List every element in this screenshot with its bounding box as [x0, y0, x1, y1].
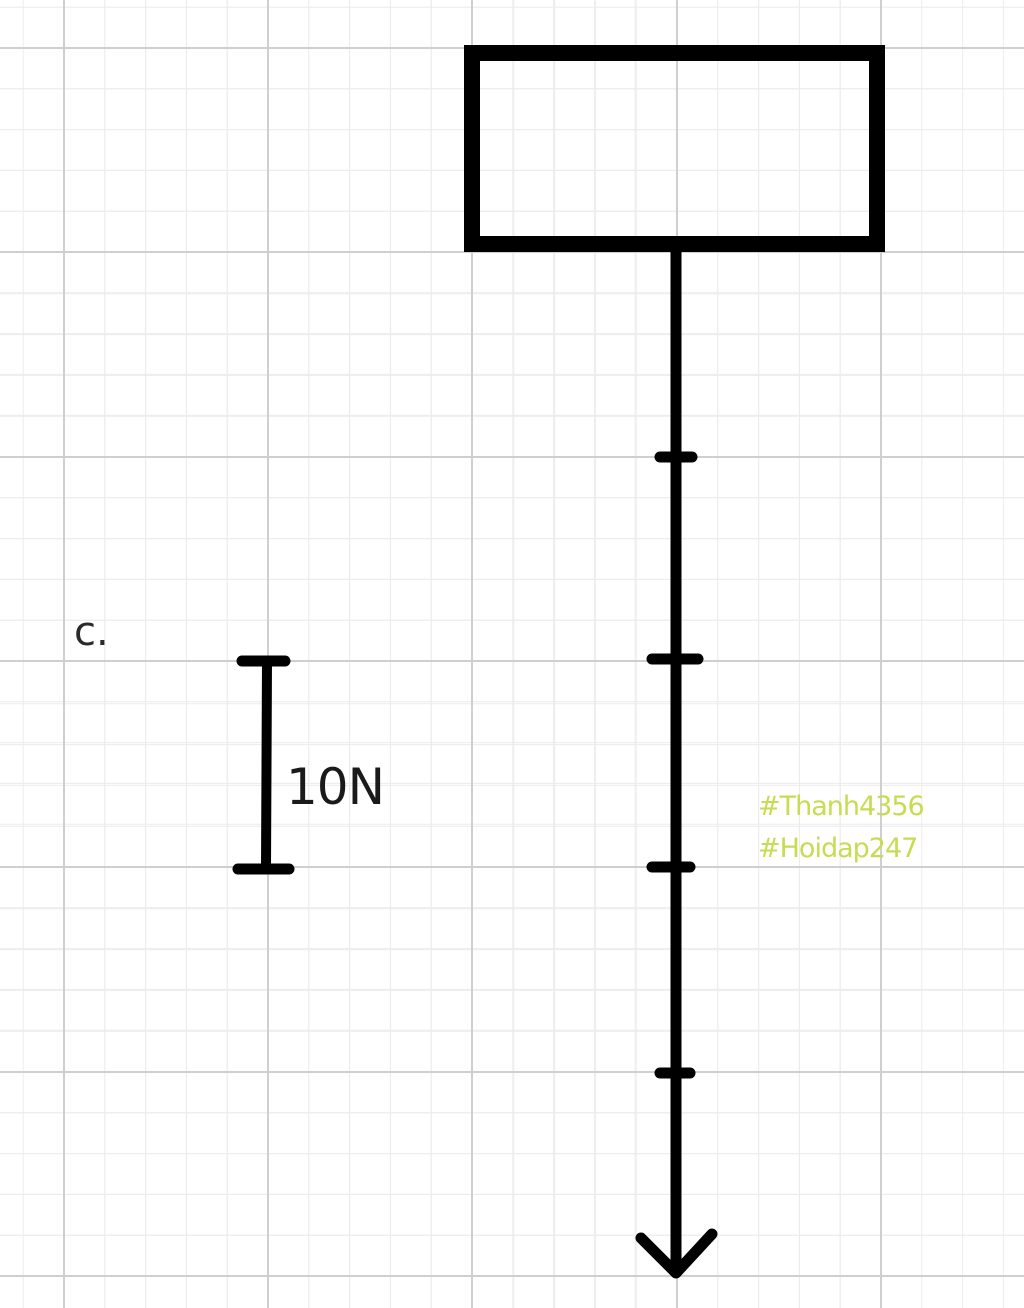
force-arrowhead: [635, 1228, 718, 1279]
watermark: #Thanh4356 #Hoidap247: [758, 786, 925, 870]
scale-bar-stem: [261, 656, 272, 873]
part-label: c.: [74, 609, 109, 655]
scale-label: 10N: [286, 758, 385, 816]
watermark-line-1: #Thanh4356: [758, 791, 925, 822]
object-box: [464, 45, 885, 252]
watermark-line-2: #Hoidap247: [758, 833, 918, 864]
